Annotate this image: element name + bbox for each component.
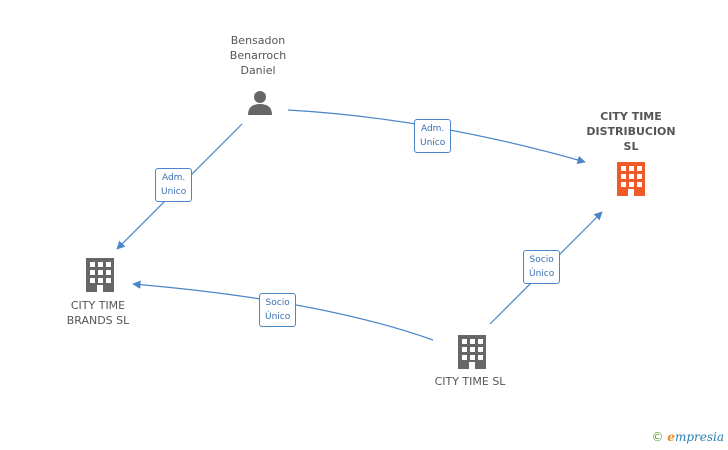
citytime-label: CITY TIME SL	[434, 375, 506, 388]
empresia-logo: © empresia	[651, 430, 724, 444]
person-icon[interactable]	[246, 88, 274, 116]
edge-label-socio-unico: Socio Único	[523, 250, 561, 284]
brands-label: CITY TIME BRANDS SL	[66, 299, 130, 327]
building-icon[interactable]	[456, 335, 488, 369]
distribucion-label: CITY TIME DISTRIBUCION SL	[586, 110, 676, 153]
building-icon[interactable]	[84, 258, 116, 292]
building-icon[interactable]	[615, 162, 647, 196]
copyright-icon: ©	[651, 430, 664, 444]
person-label: Bensadon Benarroch Daniel	[229, 34, 287, 77]
edge-label-adm-unico: Adm. Unico	[414, 119, 452, 153]
edge-citytime-to-brands	[132, 280, 434, 341]
edge-label-socio-unico: Socio Único	[259, 293, 297, 327]
edge-label-adm-unico: Adm. Unico	[155, 168, 193, 202]
